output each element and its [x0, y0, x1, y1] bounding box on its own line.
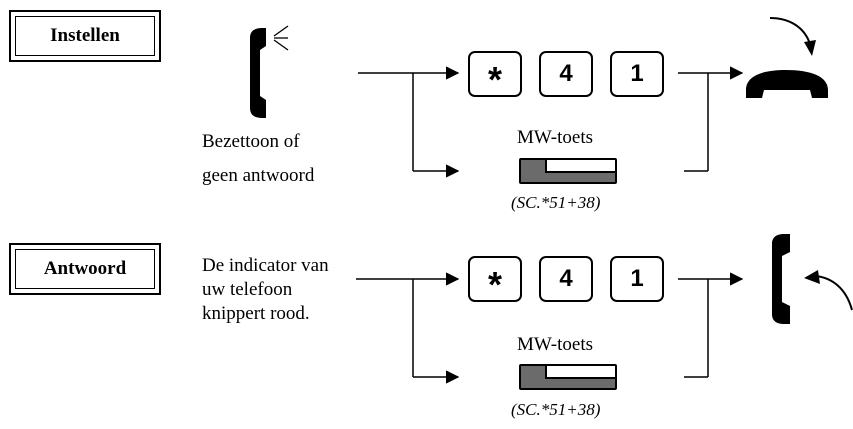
set-mode-box: Instellen	[9, 10, 161, 62]
key-4[interactable]: 4	[539, 256, 593, 302]
handset-lift-icon	[772, 234, 853, 324]
key-star[interactable]: *	[468, 256, 522, 305]
mw-key-label: MW-toets	[517, 334, 593, 355]
set-flow-lines	[358, 66, 744, 178]
mw-key-button[interactable]	[519, 158, 617, 184]
set-condition-line1: Bezettoon of	[202, 131, 300, 152]
answer-mode-label: Antwoord	[15, 249, 155, 289]
key-4[interactable]: 4	[539, 51, 593, 97]
answer-mode-box: Antwoord	[9, 243, 161, 295]
set-condition-line2: geen antwoord	[202, 165, 315, 186]
key-1[interactable]: 1	[610, 256, 664, 302]
mw-key-button[interactable]	[519, 364, 617, 390]
handset-hangup-icon	[746, 17, 828, 98]
handset-busy-icon	[250, 25, 289, 118]
key-1[interactable]: 1	[610, 51, 664, 97]
mw-key-code: (SC.*51+38)	[511, 400, 601, 419]
mw-key-label: MW-toets	[517, 127, 593, 148]
answer-condition-line1: De indicator van	[202, 255, 329, 276]
answer-condition-line3: knippert rood.	[202, 303, 310, 324]
key-star[interactable]: *	[468, 51, 522, 100]
set-mode-label: Instellen	[15, 16, 155, 56]
answer-flow-lines	[356, 272, 744, 384]
answer-condition-line2: uw telefoon	[202, 279, 293, 300]
mw-key-code: (SC.*51+38)	[511, 193, 601, 212]
